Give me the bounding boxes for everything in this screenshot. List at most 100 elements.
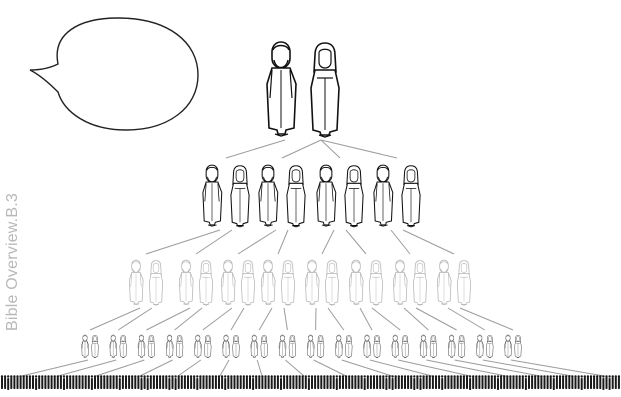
woman-figure [374, 335, 381, 358]
crowd-figure-head [233, 375, 235, 377]
crowd-figure [553, 378, 555, 390]
crowd-figure [336, 378, 338, 390]
crowd-figure [181, 377, 183, 389]
crowd-figure [320, 377, 322, 389]
crowd-figure [544, 377, 546, 389]
man-figure [448, 335, 455, 358]
crowd-figure [63, 378, 65, 390]
crowd-figure-head [391, 375, 393, 377]
crowd-figure-head [401, 375, 403, 377]
crowd-figure-head [50, 375, 52, 377]
crowd-figure [525, 378, 527, 390]
crowd-figure-head [10, 375, 12, 377]
crowd-figure-head [599, 375, 601, 377]
crowd-figure [122, 377, 124, 389]
crowd-figure-head [13, 375, 15, 377]
crowd-figure-head [63, 375, 65, 377]
crowd-figure [215, 377, 217, 389]
crowd-figure-head [119, 375, 121, 377]
crowd-figure-head [57, 375, 59, 377]
crowd-figure [345, 377, 347, 389]
crowd-figure-head [78, 375, 80, 377]
connector-line [146, 308, 190, 330]
crowd-figure [395, 377, 397, 389]
crowd-figure-head [379, 375, 381, 377]
crowd-figure-head [147, 375, 149, 377]
crowd-figure [218, 377, 220, 389]
crowd-figure [348, 377, 350, 389]
crowd-figure-head [491, 375, 493, 377]
connector-line [391, 230, 410, 254]
crowd-figure [342, 377, 344, 389]
woman-figure [402, 166, 420, 227]
crowd-figure-head [540, 375, 542, 377]
crowd-figure [44, 377, 46, 389]
crowd-figure [584, 377, 586, 389]
crowd-figure [314, 377, 316, 389]
crowd-row [1, 375, 620, 390]
crowd-figure [590, 377, 592, 389]
man-figure [203, 165, 222, 226]
crowd-figure-head [286, 375, 288, 377]
connector-line [178, 360, 201, 376]
connector-line [196, 230, 232, 254]
crowd-figure-head [54, 375, 56, 377]
crowd-figure-head [258, 375, 260, 377]
crowd-figure [587, 377, 589, 389]
crowd-figure [370, 377, 372, 389]
crowd-figure [91, 378, 93, 390]
woman-figure [345, 335, 352, 358]
crowd-figure [609, 378, 611, 390]
crowd-figure [79, 377, 81, 389]
crowd-figure-head [382, 375, 384, 377]
crowd-figure [469, 378, 471, 390]
man-figure [437, 260, 451, 305]
woman-figure [148, 335, 155, 358]
crowd-figure-head [252, 375, 254, 377]
crowd-figure [420, 378, 422, 390]
crowd-figure-head [385, 375, 387, 377]
man-figure [179, 260, 193, 305]
connector-line [346, 230, 366, 254]
woman-figure [149, 261, 162, 306]
crowd-figure [7, 378, 9, 390]
crowd-figure-head [416, 375, 418, 377]
crowd-figure-head [584, 375, 586, 377]
crowd-figure-head [512, 375, 514, 377]
crowd-figure-head [165, 375, 167, 377]
crowd-figure [175, 378, 177, 390]
crowd-figure-head [261, 375, 263, 377]
crowd-figure-head [568, 375, 570, 377]
crowd-figure-head [60, 375, 62, 377]
crowd-figure [41, 377, 43, 389]
crowd-figure [339, 377, 341, 389]
crowd-figure [556, 377, 558, 389]
crowd-figure-head [122, 375, 124, 377]
man-figure [138, 335, 145, 358]
crowd-figure-head [509, 375, 511, 377]
crowd-figure [10, 377, 12, 389]
man-figure [392, 335, 399, 358]
connector-line [259, 308, 272, 330]
connector-line [416, 308, 457, 330]
woman-figure [233, 335, 240, 358]
crowd-figure [286, 377, 288, 389]
crowd-figure [144, 377, 146, 389]
crowd-figure-head [97, 375, 99, 377]
crowd-figure-head [66, 375, 68, 377]
crowd-figure-head [615, 375, 617, 377]
crowd-figure-head [75, 375, 77, 377]
woman-figure [369, 261, 382, 306]
crowd-figure-head [94, 375, 96, 377]
crowd-figure-head [137, 375, 139, 377]
crowd-figure-head [608, 375, 610, 377]
crowd-figure [562, 377, 564, 389]
crowd-figure-head [481, 375, 483, 377]
crowd-figure-head [227, 375, 229, 377]
connector-line [22, 360, 88, 376]
crowd-figure [296, 377, 298, 389]
crowd-figure [500, 377, 502, 389]
crowd-figure [237, 377, 239, 389]
crowd-figure [230, 377, 232, 389]
crowd-figure [299, 377, 301, 389]
